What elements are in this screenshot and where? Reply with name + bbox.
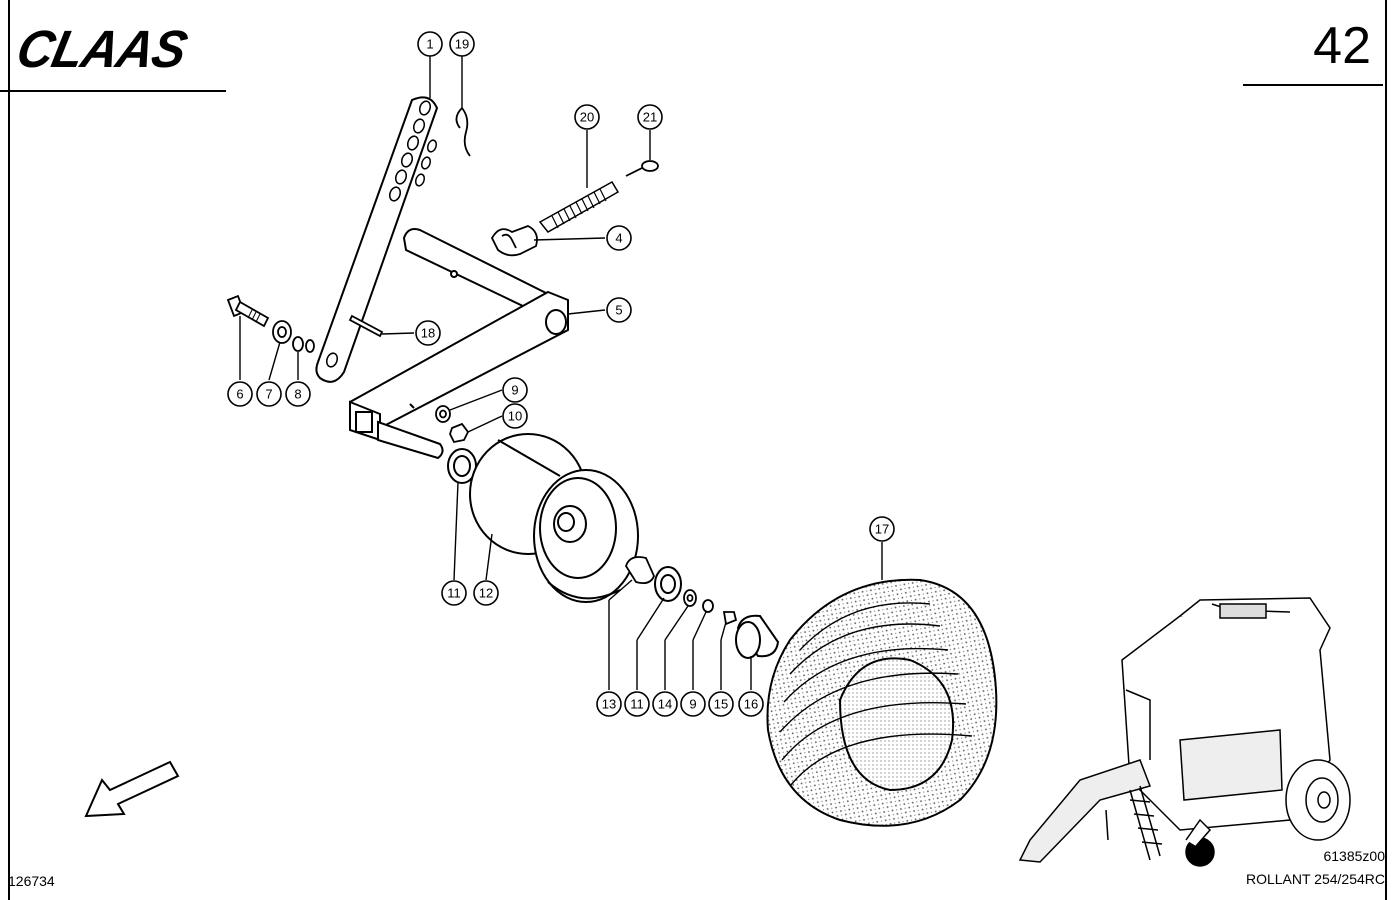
header-right-rule [1243, 84, 1383, 86]
bolt-part-6 [226, 294, 270, 328]
ring-part-8 [292, 336, 315, 353]
baler-thumbnail [1018, 597, 1351, 867]
screw-part-15 [722, 611, 738, 626]
sheet-right-border [1385, 0, 1387, 900]
page-number: 42 [1313, 17, 1371, 75]
callout-19: 19 [455, 37, 469, 52]
callout-16: 16 [744, 697, 758, 712]
rim-part-12 [469, 433, 639, 603]
callout-7: 7 [265, 387, 272, 402]
washer-part-7 [272, 320, 292, 344]
callout-21: 21 [643, 110, 657, 125]
callout-14: 14 [658, 697, 672, 712]
callout-17: 17 [875, 522, 889, 537]
washer-part-9-upper [435, 405, 451, 423]
callout-8: 8 [294, 387, 301, 402]
callout-10: 10 [508, 409, 522, 424]
callout-6: 6 [236, 387, 243, 402]
header-left-rule [0, 90, 226, 92]
figure-code: 61385z00 [1323, 848, 1385, 864]
callout-9-lower: 9 [689, 697, 696, 712]
clip-pin-part-21 [625, 160, 659, 177]
callout-18: 18 [421, 326, 435, 341]
callout-4: 4 [615, 231, 622, 246]
bracket-part-4 [490, 225, 538, 257]
tyre-part-17 [766, 578, 998, 827]
callout-circles [227, 31, 895, 717]
direction-arrow [84, 760, 180, 818]
hub-cap-part-16 [735, 614, 780, 659]
washer-part-14 [683, 589, 697, 607]
callout-5: 5 [615, 303, 622, 318]
callout-20: 20 [580, 110, 594, 125]
callout-1: 1 [426, 37, 433, 52]
sleeve-part-13 [625, 556, 655, 585]
nut-part-10 [449, 422, 470, 444]
drawing-id: 126734 [8, 873, 55, 889]
callout-15: 15 [714, 697, 728, 712]
callout-11-outer: 11 [630, 697, 644, 712]
callout-11-inner: 11 [447, 586, 461, 601]
sheet-left-border [8, 0, 10, 900]
axle-frame-part-5 [349, 228, 569, 460]
spring-part-20 [538, 180, 620, 233]
callout-13: 13 [602, 697, 616, 712]
callout-12: 12 [479, 586, 493, 601]
linch-pin-part-19 [455, 107, 471, 157]
arm-part-1 [315, 96, 439, 383]
washer-part-9-lower [702, 599, 714, 613]
bearing-part-11-outer [654, 566, 682, 602]
pin-part-18 [348, 314, 384, 338]
model-name: ROLLANT 254/254RC [1245, 871, 1385, 887]
callout-9-upper: 9 [511, 383, 518, 398]
callout-leader-lines [239, 56, 883, 690]
